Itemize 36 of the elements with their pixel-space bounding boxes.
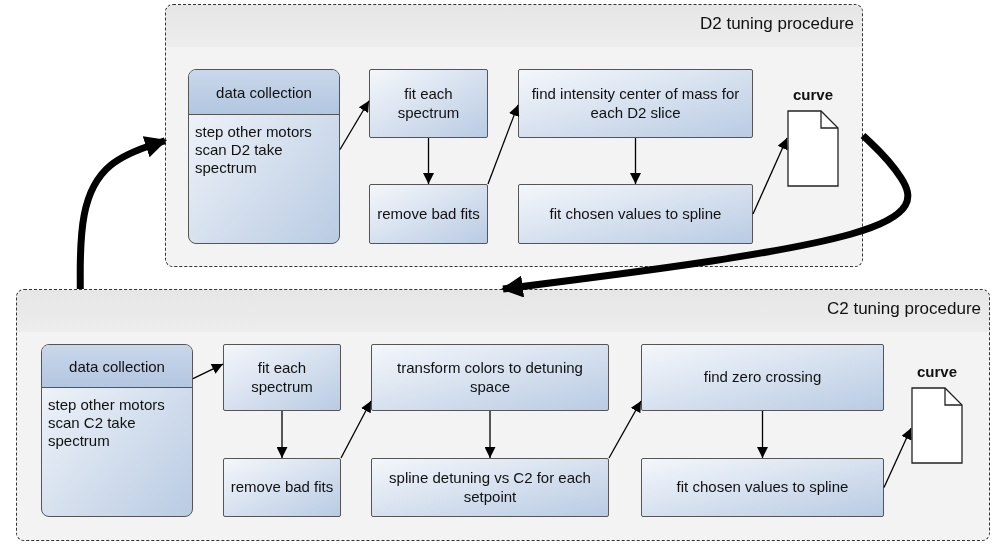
process-card — [188, 69, 340, 244]
card-header: data collection — [189, 70, 339, 115]
curved-arrow — [500, 132, 912, 298]
arrow — [192, 363, 224, 380]
arrow — [340, 400, 372, 459]
document-label: curve — [793, 87, 833, 102]
arrow — [276, 410, 288, 459]
process-card — [41, 344, 193, 517]
process-box: spline detuning vs C2 for each setpoint — [371, 458, 609, 517]
arrow — [484, 410, 496, 459]
arrow — [883, 427, 912, 489]
group-title: D2 tuning procedure — [699, 14, 854, 34]
process-box: remove bad fits — [223, 458, 341, 517]
process-box: fit each spectrum — [223, 344, 341, 411]
arrow — [752, 137, 788, 215]
process-box: find zero crossing — [641, 344, 884, 411]
curved-arrow — [76, 136, 168, 289]
document-label: curve — [917, 364, 957, 379]
arrow — [608, 400, 642, 459]
arrow — [630, 137, 641, 185]
arrow — [339, 100, 370, 151]
arrow — [487, 104, 520, 185]
process-box: find intensity center of mass for each D2 slice — [518, 69, 753, 138]
process-box: remove bad fits — [369, 184, 488, 244]
arrow — [757, 410, 768, 459]
card-header: data collection — [42, 345, 192, 388]
step-list: step other motors scan C2 take spectrum — [42, 388, 192, 458]
process-box: transform colors to detuning space — [371, 344, 609, 411]
process-box: fit chosen values to spline — [641, 458, 884, 517]
group-title: C2 tuning procedure — [826, 299, 981, 319]
process-box: fit each spectrum — [369, 69, 488, 138]
arrow — [423, 137, 434, 185]
group-panel — [165, 4, 863, 267]
group-panel — [16, 289, 990, 541]
process-box: fit chosen values to spline — [518, 184, 753, 244]
step-list: step other motors scan D2 take spectrum — [189, 115, 339, 185]
